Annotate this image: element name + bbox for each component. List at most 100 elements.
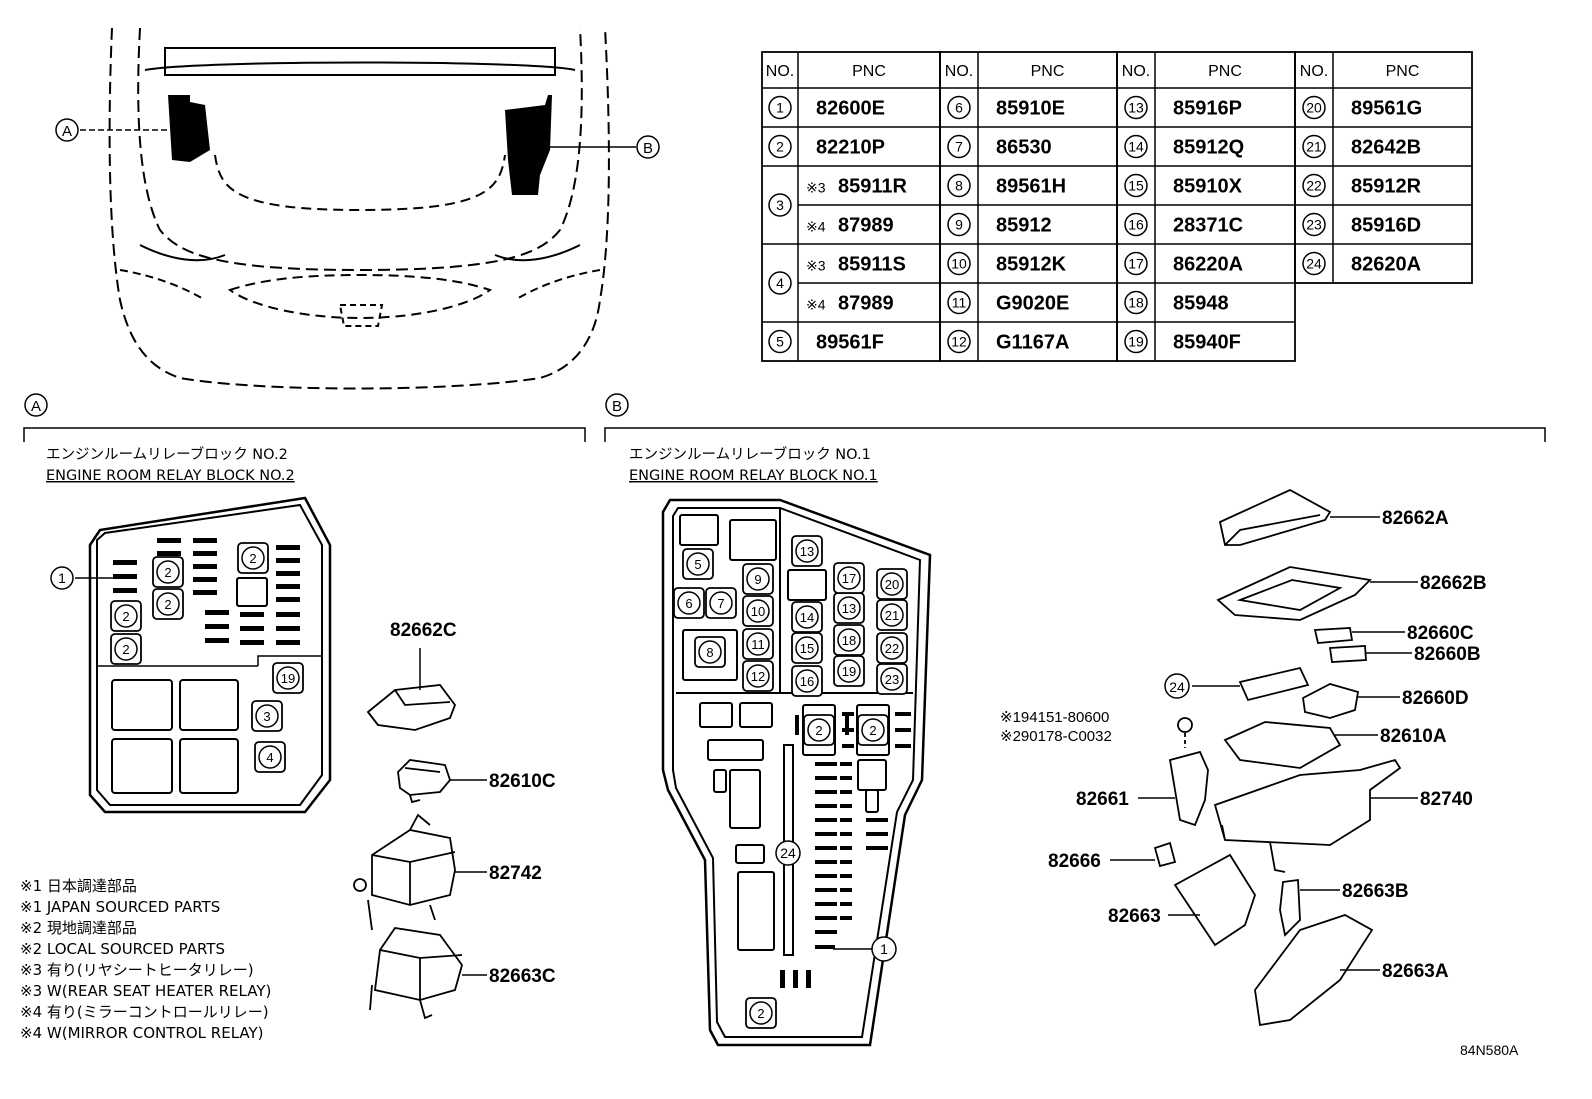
svg-text:16: 16 xyxy=(1128,217,1144,233)
svg-text:B: B xyxy=(612,398,622,415)
table-no-20: 20 xyxy=(1302,95,1326,120)
block-a-pos-2-3: 2 xyxy=(110,633,142,665)
svg-text:2: 2 xyxy=(164,597,171,612)
svg-text:18: 18 xyxy=(1128,295,1144,311)
part-label-82740: 82740 xyxy=(1420,789,1473,810)
footnotes: ※1 日本調達部品※1 JAPAN SOURCED PARTS※2 現地調達部品… xyxy=(20,877,271,1042)
block-b-pos-16-11: 16 xyxy=(791,665,823,697)
part-82740-sketch xyxy=(1213,758,1402,846)
table-header-pnc: PNC xyxy=(1031,63,1065,80)
relay-block-no2-location xyxy=(168,95,210,162)
svg-text:10: 10 xyxy=(751,604,765,619)
block-b-pos-7-2: 7 xyxy=(705,587,737,619)
table-pnc-3: 87989 xyxy=(838,215,894,237)
svg-text:B: B xyxy=(643,140,653,157)
block-a-pos-2-1: 2 xyxy=(152,588,184,620)
block-b-pos-2-a: 2 xyxy=(803,714,835,746)
svg-text:22: 22 xyxy=(885,641,899,656)
block-b-pos-2-b: 2 xyxy=(857,714,889,746)
block-b-pos-17-13: 17 xyxy=(833,562,865,594)
table-pnc-11: G9020E xyxy=(996,293,1069,315)
part-label-82662c: 82662C xyxy=(390,620,457,641)
table-no-16: 16 xyxy=(1124,212,1148,237)
block-b-pos-18-14: 18 xyxy=(833,624,865,656)
table-pnc-22: 85912R xyxy=(1351,176,1422,198)
block-b-pos-22-18: 22 xyxy=(876,632,908,664)
table-no-6: 6 xyxy=(947,95,971,120)
table-pnc-20: 89561G xyxy=(1351,98,1422,120)
svg-text:4: 4 xyxy=(266,750,273,765)
block-b-pos-9-4: 9 xyxy=(742,563,774,595)
block-b-pos-23-19: 23 xyxy=(876,663,908,695)
table-no-15: 15 xyxy=(1124,173,1148,198)
part-label-82610c: 82610C xyxy=(489,771,556,792)
svg-text:6: 6 xyxy=(955,100,963,116)
svg-text:23: 23 xyxy=(885,672,899,687)
table-pnc-21: 82642B xyxy=(1351,137,1421,159)
table-no-3: 3 xyxy=(768,193,792,217)
svg-text:13: 13 xyxy=(800,544,814,559)
table-column-4 xyxy=(1294,51,1473,284)
relay-block-no2 xyxy=(88,496,332,814)
block-b-pos-8-3: 8 xyxy=(694,636,726,668)
part-82662b-sketch xyxy=(1216,566,1372,621)
part-label-82666: 82666 xyxy=(1048,851,1101,872)
block-a-pos-4: 4 xyxy=(254,741,286,773)
svg-text:13: 13 xyxy=(842,601,856,616)
table-header-pnc: PNC xyxy=(1386,63,1420,80)
part-label-82660b: 82660B xyxy=(1414,644,1481,665)
svg-text:20: 20 xyxy=(885,577,899,592)
table-pnc-5: 89561F xyxy=(816,332,884,354)
section-b-callout: B xyxy=(605,393,629,417)
svg-text:2: 2 xyxy=(122,642,129,657)
svg-text:20: 20 xyxy=(1306,100,1322,116)
fastener-sketch xyxy=(1177,717,1193,733)
svg-text:A: A xyxy=(62,123,72,140)
table-no-2: 2 xyxy=(768,134,792,159)
svg-text:2: 2 xyxy=(776,139,784,155)
section-a-callout: A xyxy=(24,393,48,417)
part-82620a-sketch xyxy=(1238,666,1310,702)
part-label-82660c: 82660C xyxy=(1407,623,1474,644)
svg-text:1: 1 xyxy=(58,570,66,586)
block-a-pos-2-2: 2 xyxy=(110,600,142,632)
block-b-pos-1: 1 xyxy=(871,936,897,962)
svg-text:24: 24 xyxy=(1169,679,1185,695)
svg-text:14: 14 xyxy=(1128,139,1144,155)
footnote-2: ※1 JAPAN SOURCED PARTS xyxy=(20,898,220,916)
svg-text:13: 13 xyxy=(1128,100,1144,116)
svg-text:23: 23 xyxy=(1306,217,1322,233)
svg-text:24: 24 xyxy=(1306,256,1322,272)
svg-text:11: 11 xyxy=(952,295,967,311)
table-mark: ※4 xyxy=(806,297,826,313)
section-b-bracket xyxy=(604,427,1546,442)
part-label-82662b: 82662B xyxy=(1420,573,1487,594)
footnote-7: ※4 有り(ミラーコントロールリレー) xyxy=(20,1003,269,1021)
svg-text:2: 2 xyxy=(869,723,876,738)
svg-text:21: 21 xyxy=(885,608,899,623)
svg-text:2: 2 xyxy=(164,565,171,580)
section-b-part-sketches xyxy=(1110,488,1418,1027)
relay-block-no1 xyxy=(661,498,932,1047)
section-a-bracket xyxy=(23,427,586,442)
svg-text:9: 9 xyxy=(955,217,963,233)
svg-text:9: 9 xyxy=(754,572,761,587)
svg-text:19: 19 xyxy=(1128,334,1144,350)
part-82610c-sketch xyxy=(397,759,487,804)
table-no-1: 1 xyxy=(768,95,792,120)
part-82660d-sketch xyxy=(1302,683,1360,719)
table-pnc-14: 85912Q xyxy=(1173,137,1244,159)
svg-text:8: 8 xyxy=(955,178,963,194)
table-pnc-16: 28371C xyxy=(1173,215,1243,237)
section-b-part-labels: 82662A 82662B 82660C 82660B 82660D 82610… xyxy=(1000,508,1487,982)
part-label-82661: 82661 xyxy=(1076,789,1129,810)
svg-text:21: 21 xyxy=(1306,139,1322,155)
section-a-title-jp: エンジンルームリレーブロック NO.2 xyxy=(46,445,288,463)
section-a-title-en: ENGINE ROOM RELAY BLOCK NO.2 xyxy=(46,468,295,484)
svg-text:15: 15 xyxy=(800,641,814,656)
svg-text:12: 12 xyxy=(951,334,967,350)
table-no-11: 11 xyxy=(947,290,971,315)
block-a-pos-2-4: 2 xyxy=(237,542,269,574)
block-b-pos-13-8: 13 xyxy=(791,535,823,567)
